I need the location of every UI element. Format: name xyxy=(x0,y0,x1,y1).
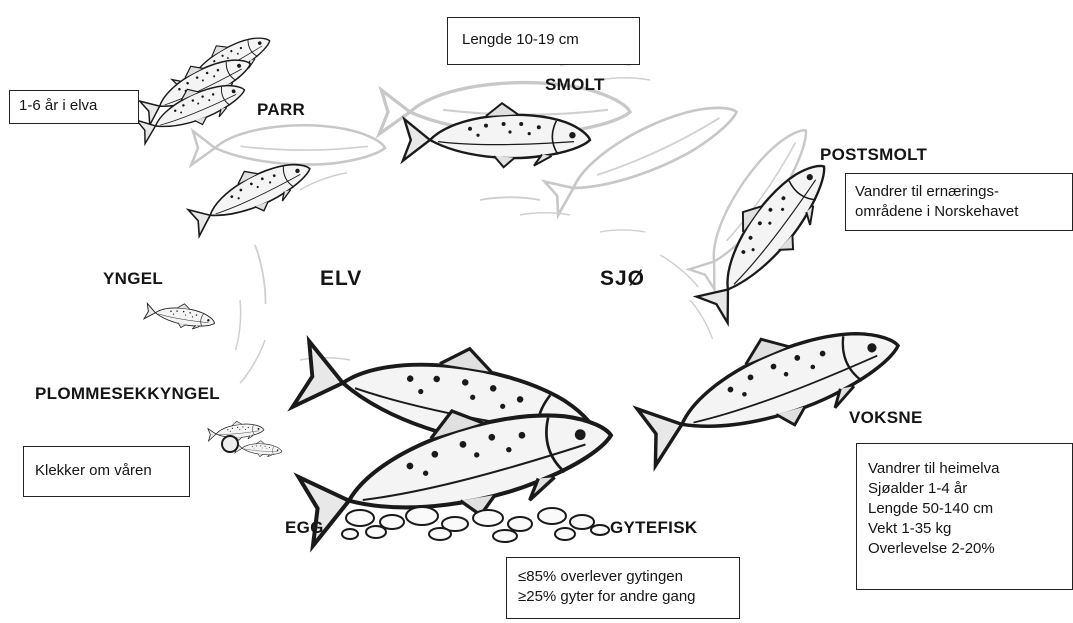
parr-fish-school xyxy=(132,23,277,148)
plommesekkyngel-note-box: Klekker om våren xyxy=(23,446,190,497)
voksne-note-line-3: Lengde 50-140 cm xyxy=(868,499,1063,519)
stage-label-gytefisk: GYTEFISK xyxy=(610,518,697,538)
zone-label-river: ELV xyxy=(320,267,362,291)
voksne-note-line-4: Vekt 1-35 kg xyxy=(868,519,1063,539)
postsmolt-fish xyxy=(683,144,845,326)
voksne-note-line-5: Overlevelse 2-20% xyxy=(868,539,1063,559)
stage-label-plommesekkyngel: PLOMMESEKKYNGEL xyxy=(35,384,220,404)
zone-label-sea: SJØ xyxy=(600,267,645,291)
voksne-note-line-1: Vandrer til heimelva xyxy=(868,459,1063,479)
smolt-note-box: Lengde 10-19 cm xyxy=(447,17,640,65)
voksne-note-box: Vandrer til heimelva Sjøalder 1-4 år Len… xyxy=(856,443,1073,590)
gytefisk-note-box: ≤85% overlever gytingen ≥25% gyter for a… xyxy=(506,557,740,619)
gytefisk-note-line-1: ≤85% overlever gytingen xyxy=(518,567,730,587)
yngel-fish xyxy=(144,297,217,333)
postsmolt-note-box: Vandrer til ernærings- områdene i Norske… xyxy=(845,173,1073,231)
voksne-note-line-2: Sjøalder 1-4 år xyxy=(868,479,1063,499)
stage-label-voksne: VOKSNE xyxy=(849,408,923,428)
postsmolt-note-line-2: områdene i Norskehavet xyxy=(855,202,1063,222)
gytefisk-note-line-2: ≥25% gyter for andre gang xyxy=(518,587,730,607)
postsmolt-note-line-1: Vandrer til ernærings- xyxy=(855,182,1063,202)
stage-label-smolt: SMOLT xyxy=(545,75,605,95)
stage-label-yngel: YNGEL xyxy=(103,269,163,289)
plommesekkyngel-note-text: Klekker om våren xyxy=(35,461,180,481)
plommesekkyngel-fish xyxy=(207,419,283,459)
stage-label-parr: PARR xyxy=(257,100,305,120)
stage-label-egg: EGG xyxy=(285,518,324,538)
smolt-note-text: Lengde 10-19 cm xyxy=(462,30,630,50)
stage-label-postsmolt: POSTSMOLT xyxy=(820,145,927,165)
parr-note-text: 1-6 år i elva xyxy=(19,96,129,116)
parr-note-box: 1-6 år i elva xyxy=(9,90,139,124)
